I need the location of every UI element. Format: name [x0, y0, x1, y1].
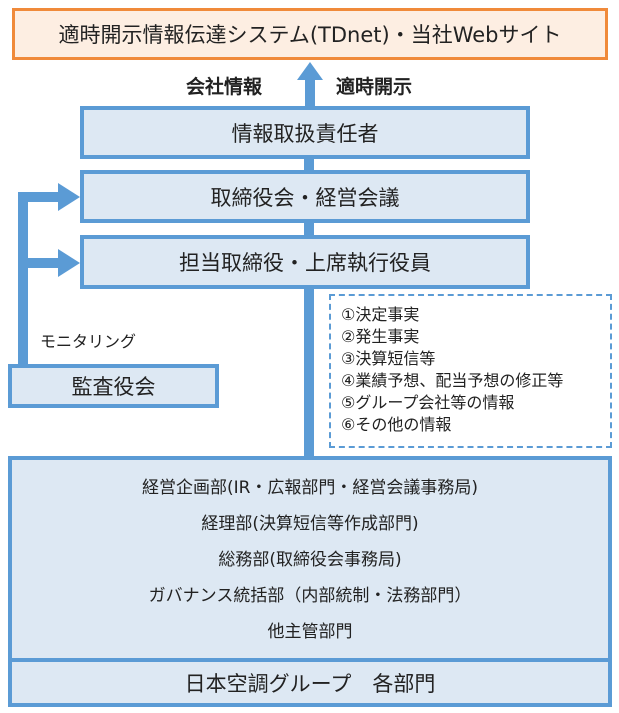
company-info-label: 会社情報 [186, 76, 263, 98]
department-item: 総務部(取締役会事務局) [218, 550, 402, 570]
note-item: ⑤グループ会社等の情報 [341, 393, 515, 412]
note-item: ⑥その他の情報 [341, 415, 452, 434]
info-officer-box: 情報取扱責任者 [80, 106, 530, 159]
note-item: ①決定事実 [341, 305, 420, 324]
note-item: ③決算短信等 [341, 349, 436, 368]
group-label: 日本空調グループ 各部門 [184, 671, 436, 696]
audit-board-label: 監査役会 [71, 375, 156, 399]
note-item: ④業績予想、配当予想の修正等 [341, 371, 564, 390]
departments-box: 経営企画部(IR・広報部門・経営会議事務局) 経理部(決算短信等作成部門) 総務… [8, 456, 612, 662]
monitoring-vertical-line [18, 192, 28, 368]
connector-board-directors [304, 222, 314, 236]
up-arrow-head [297, 62, 323, 80]
board-label: 取締役会・経営会議 [210, 185, 400, 210]
monitoring-label: モニタリング [40, 332, 137, 351]
audit-board-box: 監査役会 [8, 364, 219, 408]
department-item: 他主管部門 [267, 622, 353, 642]
directors-label: 担当取締役・上席執行役員 [179, 251, 431, 275]
up-arrow-shaft [305, 78, 315, 114]
note-item: ②発生事実 [341, 327, 420, 346]
disclosure-system-box: 適時開示情報伝達システム(TDnet)・当社Webサイト [12, 8, 608, 60]
directors-box: 担当取締役・上席執行役員 [80, 235, 530, 289]
department-item: 経営企画部(IR・広報部門・経営会議事務局) [141, 478, 479, 498]
connector-directors-depts [304, 288, 314, 460]
monitoring-arrows [18, 183, 80, 368]
up-arrow-icon [297, 62, 323, 114]
info-types-note: ①決定事実 ②発生事実 ③決算短信等 ④業績予想、配当予想の修正等 ⑤グループ会… [329, 294, 612, 448]
board-box: 取締役会・経営会議 [80, 170, 530, 223]
department-item: 経理部(決算短信等作成部門) [201, 514, 419, 534]
monitoring-arrow-board-shaft [18, 192, 60, 202]
connector-officer-board [304, 158, 314, 172]
group-box: 日本空調グループ 各部門 [8, 658, 612, 707]
monitoring-arrow-board-head [58, 183, 80, 211]
info-officer-label: 情報取扱責任者 [231, 121, 379, 146]
monitoring-arrow-directors-head [58, 249, 80, 277]
timely-disclosure-label: 適時開示 [336, 76, 413, 98]
monitoring-arrow-directors-shaft [18, 258, 60, 268]
disclosure-system-label: 適時開示情報伝達システム(TDnet)・当社Webサイト [58, 23, 562, 47]
department-item: ガバナンス統括部（内部統制・法務部門） [148, 586, 472, 606]
